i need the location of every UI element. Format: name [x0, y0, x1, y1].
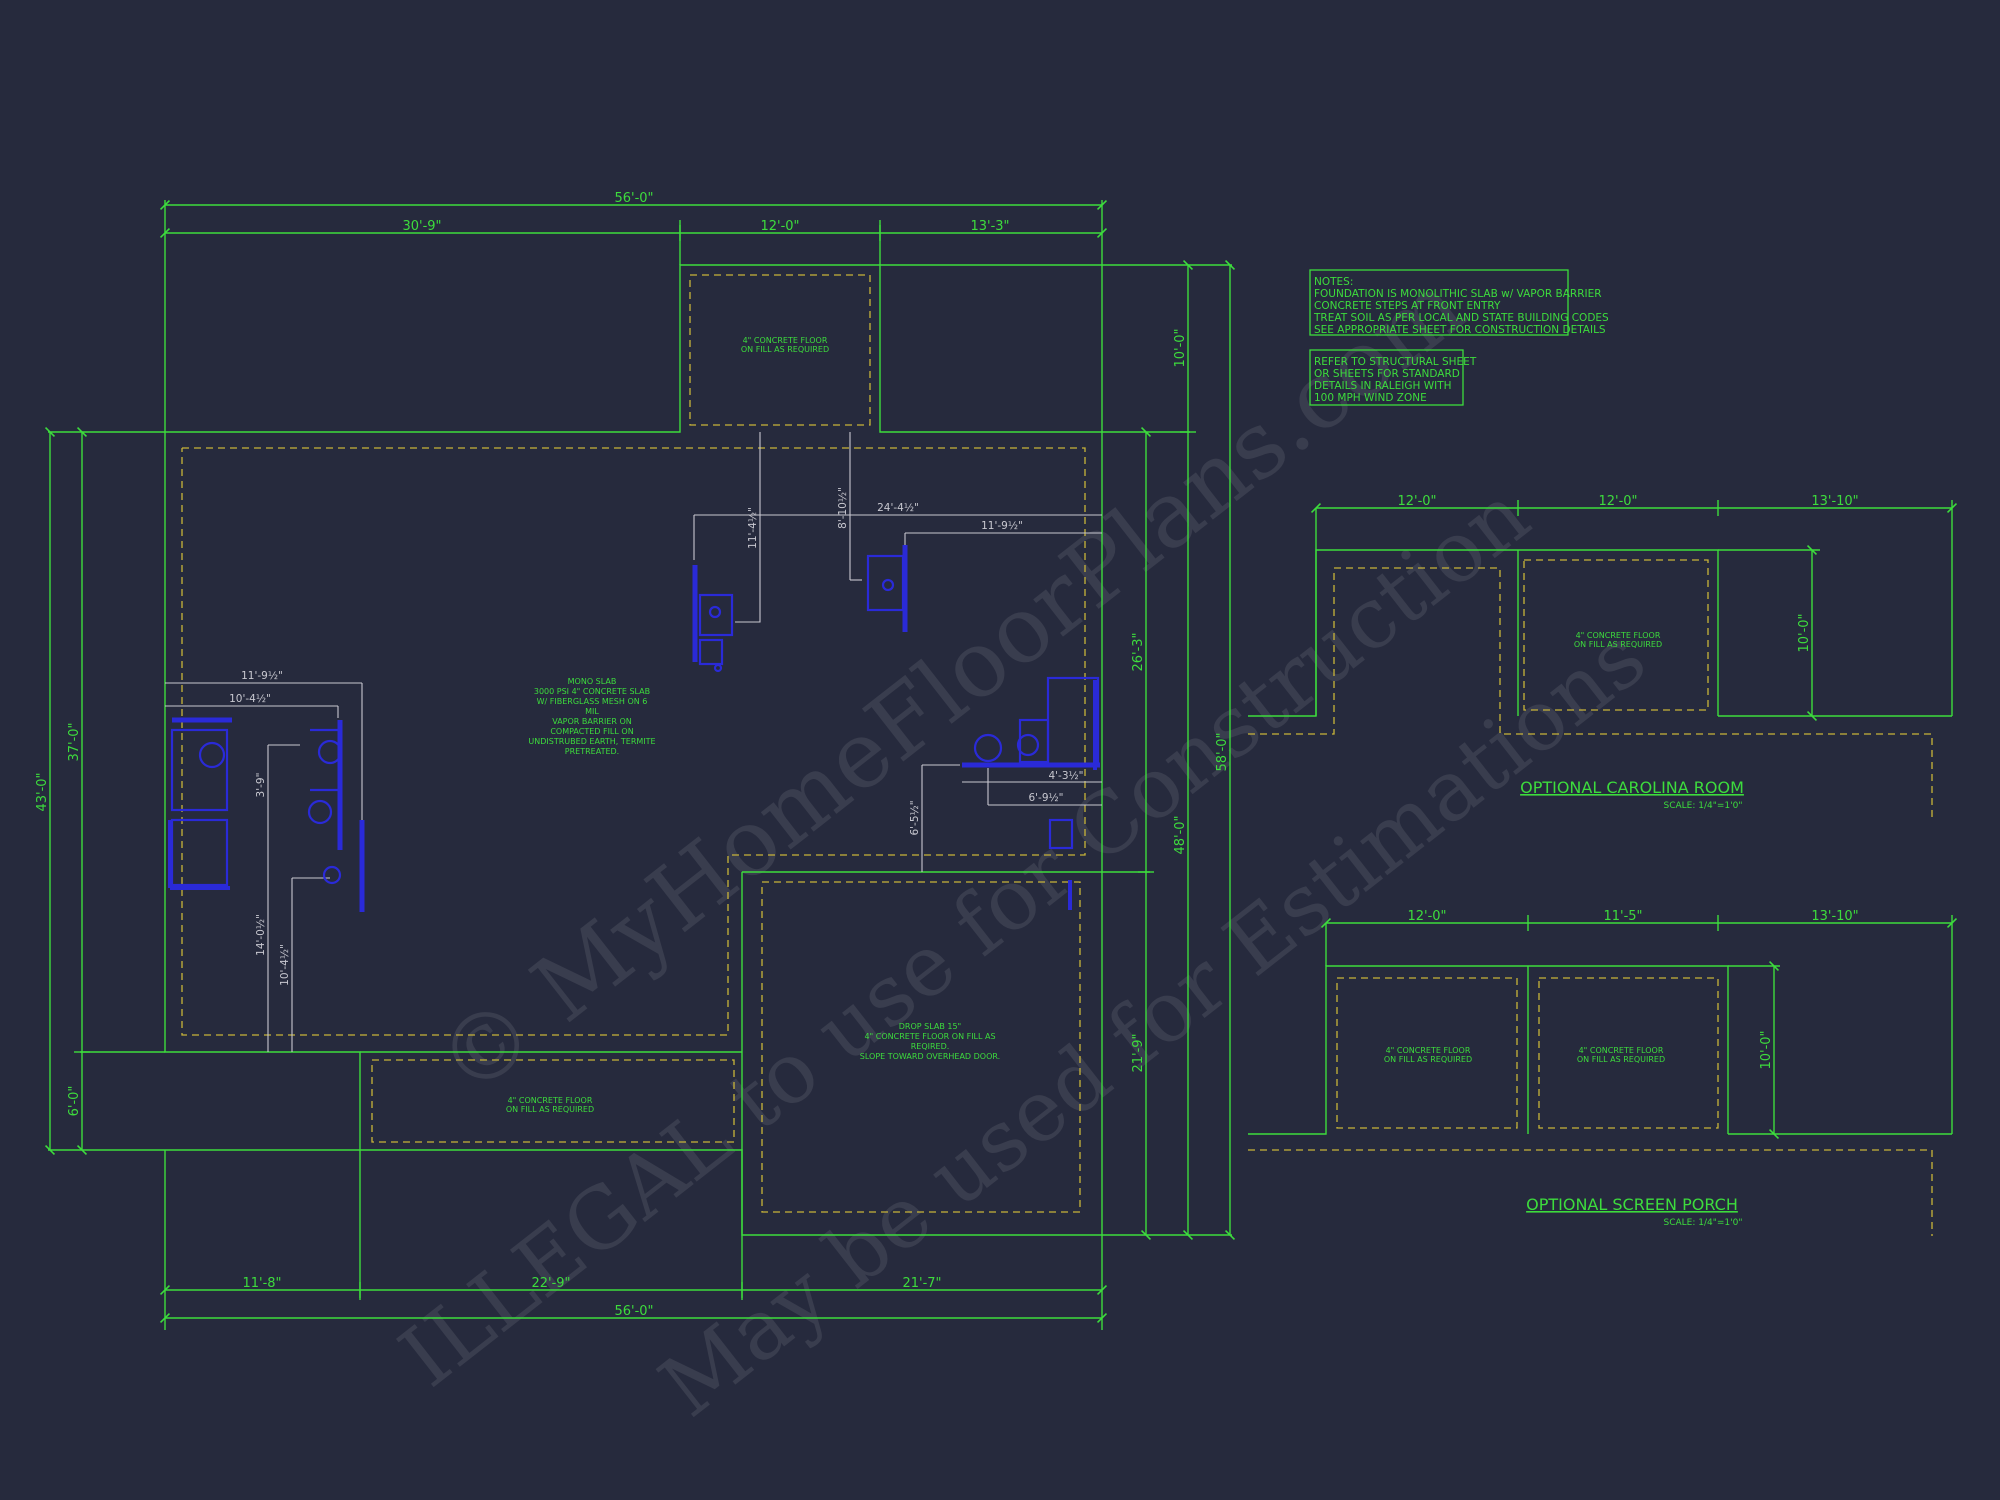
- master-bath-fixtures: [168, 717, 365, 912]
- screen-porch-detail: 12'-0" 11'-5" 13'-10" 10'-0" 4" CONCRETE…: [1248, 909, 1958, 1236]
- top-slab-note-2: ON FILL AS REQUIRED: [741, 345, 829, 354]
- watermark: © MyHomeFloorPlans.com ILLEGAL to use fo…: [382, 252, 1663, 1436]
- mono-slab-note-6: COMPACTED FILL ON: [550, 727, 633, 736]
- dim-6-9: 6'-9½": [1028, 792, 1063, 804]
- garage-note-2: 4" CONCRETE FLOOR ON FILL AS: [864, 1032, 995, 1041]
- dim-top-overall: 56'-0": [614, 191, 653, 206]
- dim-bottom-overall: 56'-0": [614, 1304, 653, 1319]
- screen-dim-1: 12'-0": [1407, 909, 1446, 924]
- notes-line-3: CONCRETE STEPS AT FRONT ENTRY: [1314, 300, 1501, 312]
- dim-bottom-1: 11'-8": [242, 1276, 281, 1291]
- dim-left-inner: 37'-0": [67, 722, 82, 761]
- notes-box-1: [1309, 269, 1569, 336]
- porch-note-2: ON FILL AS REQUIRED: [506, 1105, 594, 1114]
- dim-top-1: 30'-9": [402, 219, 441, 234]
- dim-10-4b: 10'-4½": [279, 944, 291, 986]
- mono-slab-note-8: PRETREATED.: [565, 747, 619, 756]
- dim-left-outer: 43'-0": [35, 772, 50, 811]
- dim-10-4: 10'-4½": [229, 693, 271, 705]
- carolina-room-detail: 12'-0" 12'-0" 13'-10" 10'-0" 4" CONCRETE…: [1248, 494, 1958, 818]
- kitchen-sink-fixture: [692, 565, 734, 673]
- screen-note-left-2: ON FILL AS REQUIRED: [1384, 1055, 1472, 1064]
- porch-note-1: 4" CONCRETE FLOOR: [508, 1096, 593, 1105]
- dim-right-overall: 58'-0": [1215, 732, 1230, 771]
- porch-slab-hidden: [371, 1059, 735, 1143]
- screen-dim-3: 13'-10": [1811, 909, 1858, 924]
- dim-right-a: 26'-3": [1131, 632, 1146, 671]
- dim-24-4: 24'-4½": [877, 502, 919, 514]
- dim-6-5: 6'-5½": [909, 800, 921, 835]
- garage-note-3: REQIRED.: [911, 1042, 950, 1051]
- mono-slab-note-2: 3000 PSI 4" CONCRETE SLAB: [534, 687, 650, 696]
- dim-8-10: 8'-10½": [837, 487, 849, 529]
- notes-line-4: TREAT SOIL AS PER LOCAL AND STATE BUILDI…: [1313, 312, 1609, 324]
- right-bath-fixtures: [962, 676, 1100, 910]
- slab-outline: [164, 264, 1103, 1236]
- mono-slab-note-4: MIL: [585, 707, 599, 716]
- carolina-dim-v: 10'-0": [1797, 613, 1812, 652]
- garage-note-4: SLOPE TOWARD OVERHEAD DOOR.: [860, 1052, 1000, 1061]
- top-slab-note-1: 4" CONCRETE FLOOR: [743, 336, 828, 345]
- structural-note-1: REFER TO STRUCTURAL SHEET: [1314, 356, 1477, 368]
- dim-4-3: 4'-3½": [1048, 770, 1083, 782]
- plumbing-fixtures: [168, 545, 1100, 912]
- hidden-slab-edges: [181, 274, 1086, 1213]
- dim-top-2: 12'-0": [760, 219, 799, 234]
- screen-dim-2: 11'-5": [1603, 909, 1642, 924]
- top-slab-hidden: [689, 274, 871, 426]
- screen-note-right-1: 4" CONCRETE FLOOR: [1579, 1046, 1664, 1055]
- slab-notes: 4" CONCRETE FLOOR ON FILL AS REQUIRED MO…: [506, 336, 1000, 1114]
- dim-11-9: 11'-9½": [981, 520, 1023, 532]
- carolina-title: OPTIONAL CAROLINA ROOM: [1520, 778, 1744, 797]
- structural-note-3: DETAILS IN RALEIGH WITH: [1314, 380, 1452, 392]
- notes-line-2: FOUNDATION IS MONOLITHIC SLAB w/ VAPOR B…: [1314, 288, 1602, 300]
- notes-box-2: [1309, 349, 1464, 406]
- screen-porch-title: OPTIONAL SCREEN PORCH: [1526, 1195, 1738, 1214]
- main-plan: [44, 199, 1236, 1330]
- main-plan-dim-text: 56'-0" 30'-9" 12'-0" 13'-3" 11'-8" 22'-9…: [35, 191, 1230, 1319]
- interior-dim-text: 11'-4½" 8'-10½" 24'-4½" 11'-9½" 11'-9½" …: [229, 487, 1083, 986]
- mono-slab-note-7: UNDISTRUBED EARTH, TERMITE: [528, 737, 655, 746]
- notes-line-5: SEE APPROPRIATE SHEET FOR CONSTRUCTION D…: [1314, 324, 1606, 336]
- carolina-dim-1: 12'-0": [1397, 494, 1436, 509]
- structural-note-2: OR SHEETS FOR STANDARD: [1314, 368, 1460, 380]
- dim-top-3: 13'-3": [970, 219, 1009, 234]
- interior-dimensions: [165, 432, 1102, 1052]
- dim-right-top: 10'-0": [1173, 328, 1188, 367]
- notes-panel: NOTES: FOUNDATION IS MONOLITHIC SLAB w/ …: [1309, 269, 1609, 406]
- dim-left-bottom: 6'-0": [67, 1086, 82, 1117]
- dim-3-9: 3'-9": [255, 773, 267, 798]
- notes-line-1: NOTES:: [1314, 276, 1353, 288]
- dim-right-c: 48'-0": [1173, 815, 1188, 854]
- structural-note-4: 100 MPH WIND ZONE: [1314, 392, 1427, 404]
- garage-slab-hidden: [761, 881, 1081, 1213]
- mono-slab-note-5: VAPOR BARRIER ON: [552, 717, 632, 726]
- carolina-scale: SCALE: 1/4"=1'0": [1664, 801, 1743, 811]
- carolina-note-1: 4" CONCRETE FLOOR: [1576, 631, 1661, 640]
- main-slab-hidden: [181, 447, 1086, 1036]
- dim-bottom-3: 21'-7": [902, 1276, 941, 1291]
- garage-note-1: DROP SLAB 15": [899, 1022, 961, 1031]
- screen-dim-v: 10'-0": [1759, 1030, 1774, 1069]
- dim-11-9b: 11'-9½": [241, 670, 283, 682]
- carolina-dim-3: 13'-10": [1811, 494, 1858, 509]
- dim-11-4: 11'-4½": [747, 507, 759, 549]
- screen-note-right-2: ON FILL AS REQUIRED: [1577, 1055, 1665, 1064]
- dim-right-b: 21'-9": [1131, 1033, 1146, 1072]
- mono-slab-note-3: W/ FIBERGLASS MESH ON 6: [537, 697, 648, 706]
- dim-14-0: 14'-0½": [255, 914, 267, 956]
- mono-slab-note-1: MONO SLAB: [568, 677, 617, 686]
- carolina-dim-2: 12'-0": [1598, 494, 1637, 509]
- carolina-note-2: ON FILL AS REQUIRED: [1574, 640, 1662, 649]
- screen-note-left-1: 4" CONCRETE FLOOR: [1386, 1046, 1471, 1055]
- laundry-fixture: [866, 545, 908, 632]
- screen-porch-scale: SCALE: 1/4"=1'0": [1664, 1218, 1743, 1228]
- dim-bottom-2: 22'-9": [531, 1276, 570, 1291]
